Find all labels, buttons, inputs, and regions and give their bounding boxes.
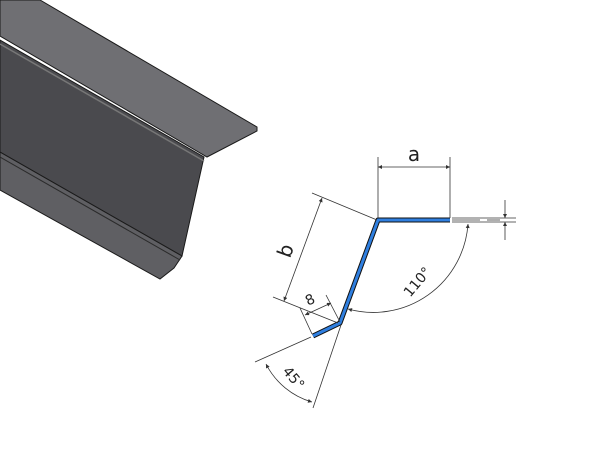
bend-line-lower: [0, 156, 181, 261]
angle-110: 110°: [347, 219, 480, 313]
label-110: 110°: [401, 264, 435, 300]
label-t: t: [493, 222, 494, 225]
top-flange-face: [0, 0, 258, 158]
dimension-thickness: t: [452, 200, 516, 240]
angle-45: 45°: [254, 324, 342, 409]
lower-flange-face: [0, 151, 183, 280]
profile-3d-render: [0, 0, 258, 280]
label-b: b: [272, 241, 299, 261]
bend-line: [0, 43, 205, 162]
dimension-b: b: [272, 192, 378, 324]
dimension-a: a: [377, 142, 451, 218]
label-8: 8: [303, 291, 318, 309]
label-45: 45°: [279, 364, 307, 393]
label-a: a: [408, 142, 420, 166]
